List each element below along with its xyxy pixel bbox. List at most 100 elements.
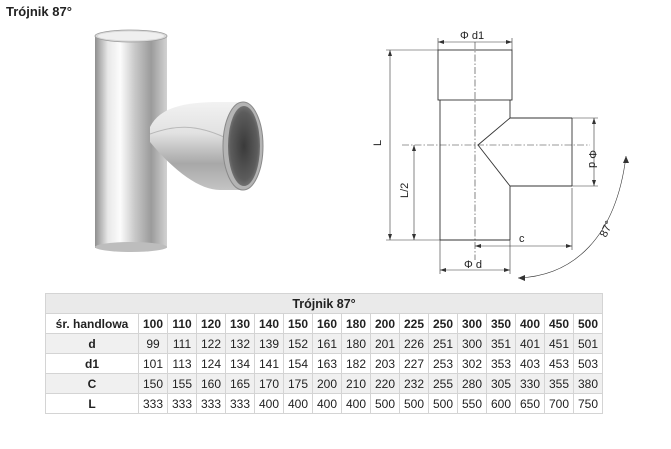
label-d-bottom: Φ d: [464, 259, 482, 271]
table-cell: 330: [515, 373, 545, 394]
table-cell: 333: [196, 393, 226, 414]
table-cell: 400: [283, 393, 313, 414]
table-cell: 400: [312, 393, 342, 414]
table-cell: 180: [341, 333, 371, 354]
row-label: d1: [45, 353, 139, 374]
column-header: 110: [167, 313, 197, 334]
header-label: śr. handlowa: [45, 313, 139, 334]
table-cell: 503: [573, 353, 603, 374]
column-header: 160: [312, 313, 342, 334]
table-cell: 111: [167, 333, 197, 354]
table-cell: 400: [341, 393, 371, 414]
table-cell: 333: [138, 393, 168, 414]
column-header: 130: [225, 313, 255, 334]
table-cell: 134: [225, 353, 255, 374]
table-cell: 210: [341, 373, 371, 394]
table-cell: 160: [196, 373, 226, 394]
column-header: 140: [254, 313, 284, 334]
table-cell: 155: [167, 373, 197, 394]
table-cell: 201: [370, 333, 400, 354]
column-header: 400: [515, 313, 545, 334]
table-cell: 333: [167, 393, 197, 414]
table-row: d 99 111 122 132 139 152 161 180 201 226…: [45, 333, 603, 354]
column-header: 150: [283, 313, 313, 334]
column-header: 225: [399, 313, 429, 334]
table-cell: 700: [544, 393, 574, 414]
column-header: 450: [544, 313, 574, 334]
column-header: 100: [138, 313, 168, 334]
table-cell: 165: [225, 373, 255, 394]
table-cell: 351: [486, 333, 516, 354]
label-d-side: Φ d: [586, 150, 598, 168]
table-cell: 500: [399, 393, 429, 414]
table-cell: 226: [399, 333, 429, 354]
table-cell: 400: [254, 393, 284, 414]
column-header: 300: [457, 313, 487, 334]
table-cell: 255: [428, 373, 458, 394]
table-cell: 380: [573, 373, 603, 394]
column-header: 120: [196, 313, 226, 334]
label-angle: 87°: [598, 219, 616, 239]
table-row: C 150 155 160 165 170 175 200 210 220 23…: [45, 373, 603, 394]
table-row: L 333 333 333 333 400 400 400 400 500 50…: [45, 393, 603, 414]
table-cell: 124: [196, 353, 226, 374]
column-header: 500: [573, 313, 603, 334]
label-c: c: [519, 233, 525, 245]
table-cell: 650: [515, 393, 545, 414]
column-header: 200: [370, 313, 400, 334]
column-header: 180: [341, 313, 371, 334]
technical-drawing: Φ d1 L L/2 Φ d Φ d c 87°: [372, 30, 629, 281]
table-cell: 280: [457, 373, 487, 394]
row-label: L: [45, 393, 139, 414]
table-cell: 253: [428, 353, 458, 374]
spec-table: Trójnik 87° śr. handlowa 100 110 120 130…: [45, 293, 603, 414]
table-cell: 451: [544, 333, 574, 354]
table-cell: 163: [312, 353, 342, 374]
table-cell: 500: [370, 393, 400, 414]
label-d1: Φ d1: [460, 30, 484, 42]
table-header-row: śr. handlowa 100 110 120 130 140 150 160…: [45, 313, 603, 334]
row-label: C: [45, 373, 139, 394]
table-cell: 182: [341, 353, 371, 374]
table-row: d1 101 113 124 134 141 154 163 182 203 2…: [45, 353, 603, 374]
table-cell: 353: [486, 353, 516, 374]
table-cell: 300: [457, 333, 487, 354]
table-cell: 600: [486, 393, 516, 414]
table-cell: 152: [283, 333, 313, 354]
table-cell: 251: [428, 333, 458, 354]
table-cell: 154: [283, 353, 313, 374]
column-header: 250: [428, 313, 458, 334]
table-cell: 232: [399, 373, 429, 394]
table-cell: 355: [544, 373, 574, 394]
page-title: Trójnik 87°: [6, 4, 72, 19]
table-cell: 453: [544, 353, 574, 374]
table-cell: 150: [138, 373, 168, 394]
table-cell: 333: [225, 393, 255, 414]
table-cell: 99: [138, 333, 168, 354]
product-photo: [94, 29, 264, 252]
table-cell: 132: [225, 333, 255, 354]
row-label: d: [45, 333, 139, 354]
label-L: L: [372, 140, 384, 146]
table-caption: Trójnik 87°: [45, 293, 603, 314]
table-cell: 161: [312, 333, 342, 354]
table-cell: 305: [486, 373, 516, 394]
table-caption-row: Trójnik 87°: [45, 293, 603, 314]
table-cell: 200: [312, 373, 342, 394]
table-cell: 141: [254, 353, 284, 374]
table-cell: 220: [370, 373, 400, 394]
table-cell: 401: [515, 333, 545, 354]
table-cell: 550: [457, 393, 487, 414]
table-cell: 139: [254, 333, 284, 354]
table-cell: 203: [370, 353, 400, 374]
column-header: 350: [486, 313, 516, 334]
label-L2: L/2: [399, 183, 411, 198]
table-cell: 403: [515, 353, 545, 374]
table-cell: 501: [573, 333, 603, 354]
table-cell: 170: [254, 373, 284, 394]
table-cell: 175: [283, 373, 313, 394]
table-cell: 101: [138, 353, 168, 374]
table-cell: 122: [196, 333, 226, 354]
table-cell: 113: [167, 353, 197, 374]
table-cell: 750: [573, 393, 603, 414]
